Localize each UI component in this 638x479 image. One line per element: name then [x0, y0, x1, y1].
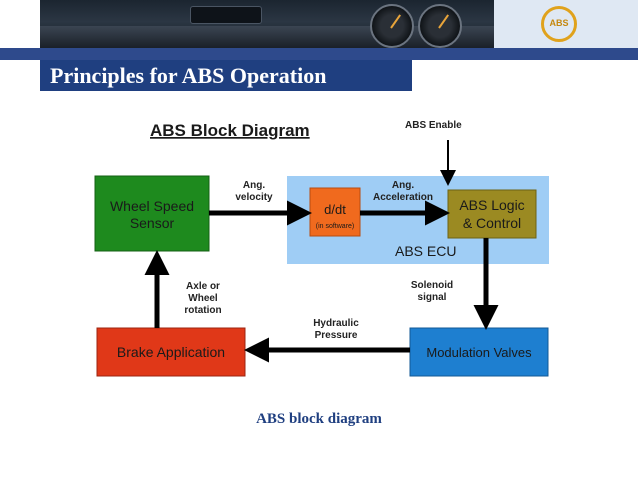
brake-application-block [96, 327, 246, 377]
diagram-title: ABS Block Diagram [150, 121, 310, 140]
logo-text: ABS [549, 18, 569, 28]
slide-caption: ABS block diagram [256, 411, 382, 427]
brake-application-label: Brake Application [117, 344, 225, 360]
modulation-valves-label: Modulation Valves [426, 345, 532, 360]
ang-velocity-label-line2: velocity [235, 192, 273, 203]
derivative-block [309, 187, 361, 237]
solenoid-label-line2: signal [418, 292, 447, 303]
ecu-label: ABS ECU [395, 243, 456, 259]
abs-logic-block [447, 189, 537, 239]
abs-logic-label-line1: ABS Logic [459, 197, 524, 213]
solenoid-label-line1: Solenoid [411, 280, 453, 291]
slide-title: Principles for ABS Operation [50, 63, 327, 88]
hydraulic-label-line2: Pressure [315, 330, 358, 341]
modulation-valves-block [409, 327, 549, 377]
ang-acceleration-label-line1: Ang. [392, 180, 414, 191]
abs-logic-label-line2: & Control [463, 215, 521, 231]
axle-label-line2: Wheel [188, 293, 218, 304]
air-vent-shape [190, 6, 262, 24]
logo-area: ABS [494, 0, 638, 48]
abs-enable-label: ABS Enable [405, 120, 462, 131]
axle-label-line1: Axle or [186, 281, 220, 292]
header-band [0, 48, 638, 60]
abs-logo-icon: ABS [541, 6, 577, 42]
wheel-speed-label-line1: Wheel Speed [110, 198, 194, 214]
wheel-speed-label-line2: Sensor [130, 215, 175, 231]
title-bar: Principles for ABS Operation [40, 60, 412, 91]
derivative-sublabel: (in software) [316, 223, 355, 230]
ang-acceleration-label-line2: Acceleration [373, 192, 433, 203]
gauge-icon [370, 4, 414, 48]
header-photo [40, 0, 494, 48]
axle-label-line3: rotation [184, 305, 221, 316]
gauge-icon [418, 4, 462, 48]
hydraulic-label-line1: Hydraulic [313, 318, 359, 329]
wheel-speed-sensor-block [94, 175, 210, 252]
ang-velocity-label-line1: Ang. [243, 180, 265, 191]
derivative-label: d/dt [324, 202, 346, 217]
